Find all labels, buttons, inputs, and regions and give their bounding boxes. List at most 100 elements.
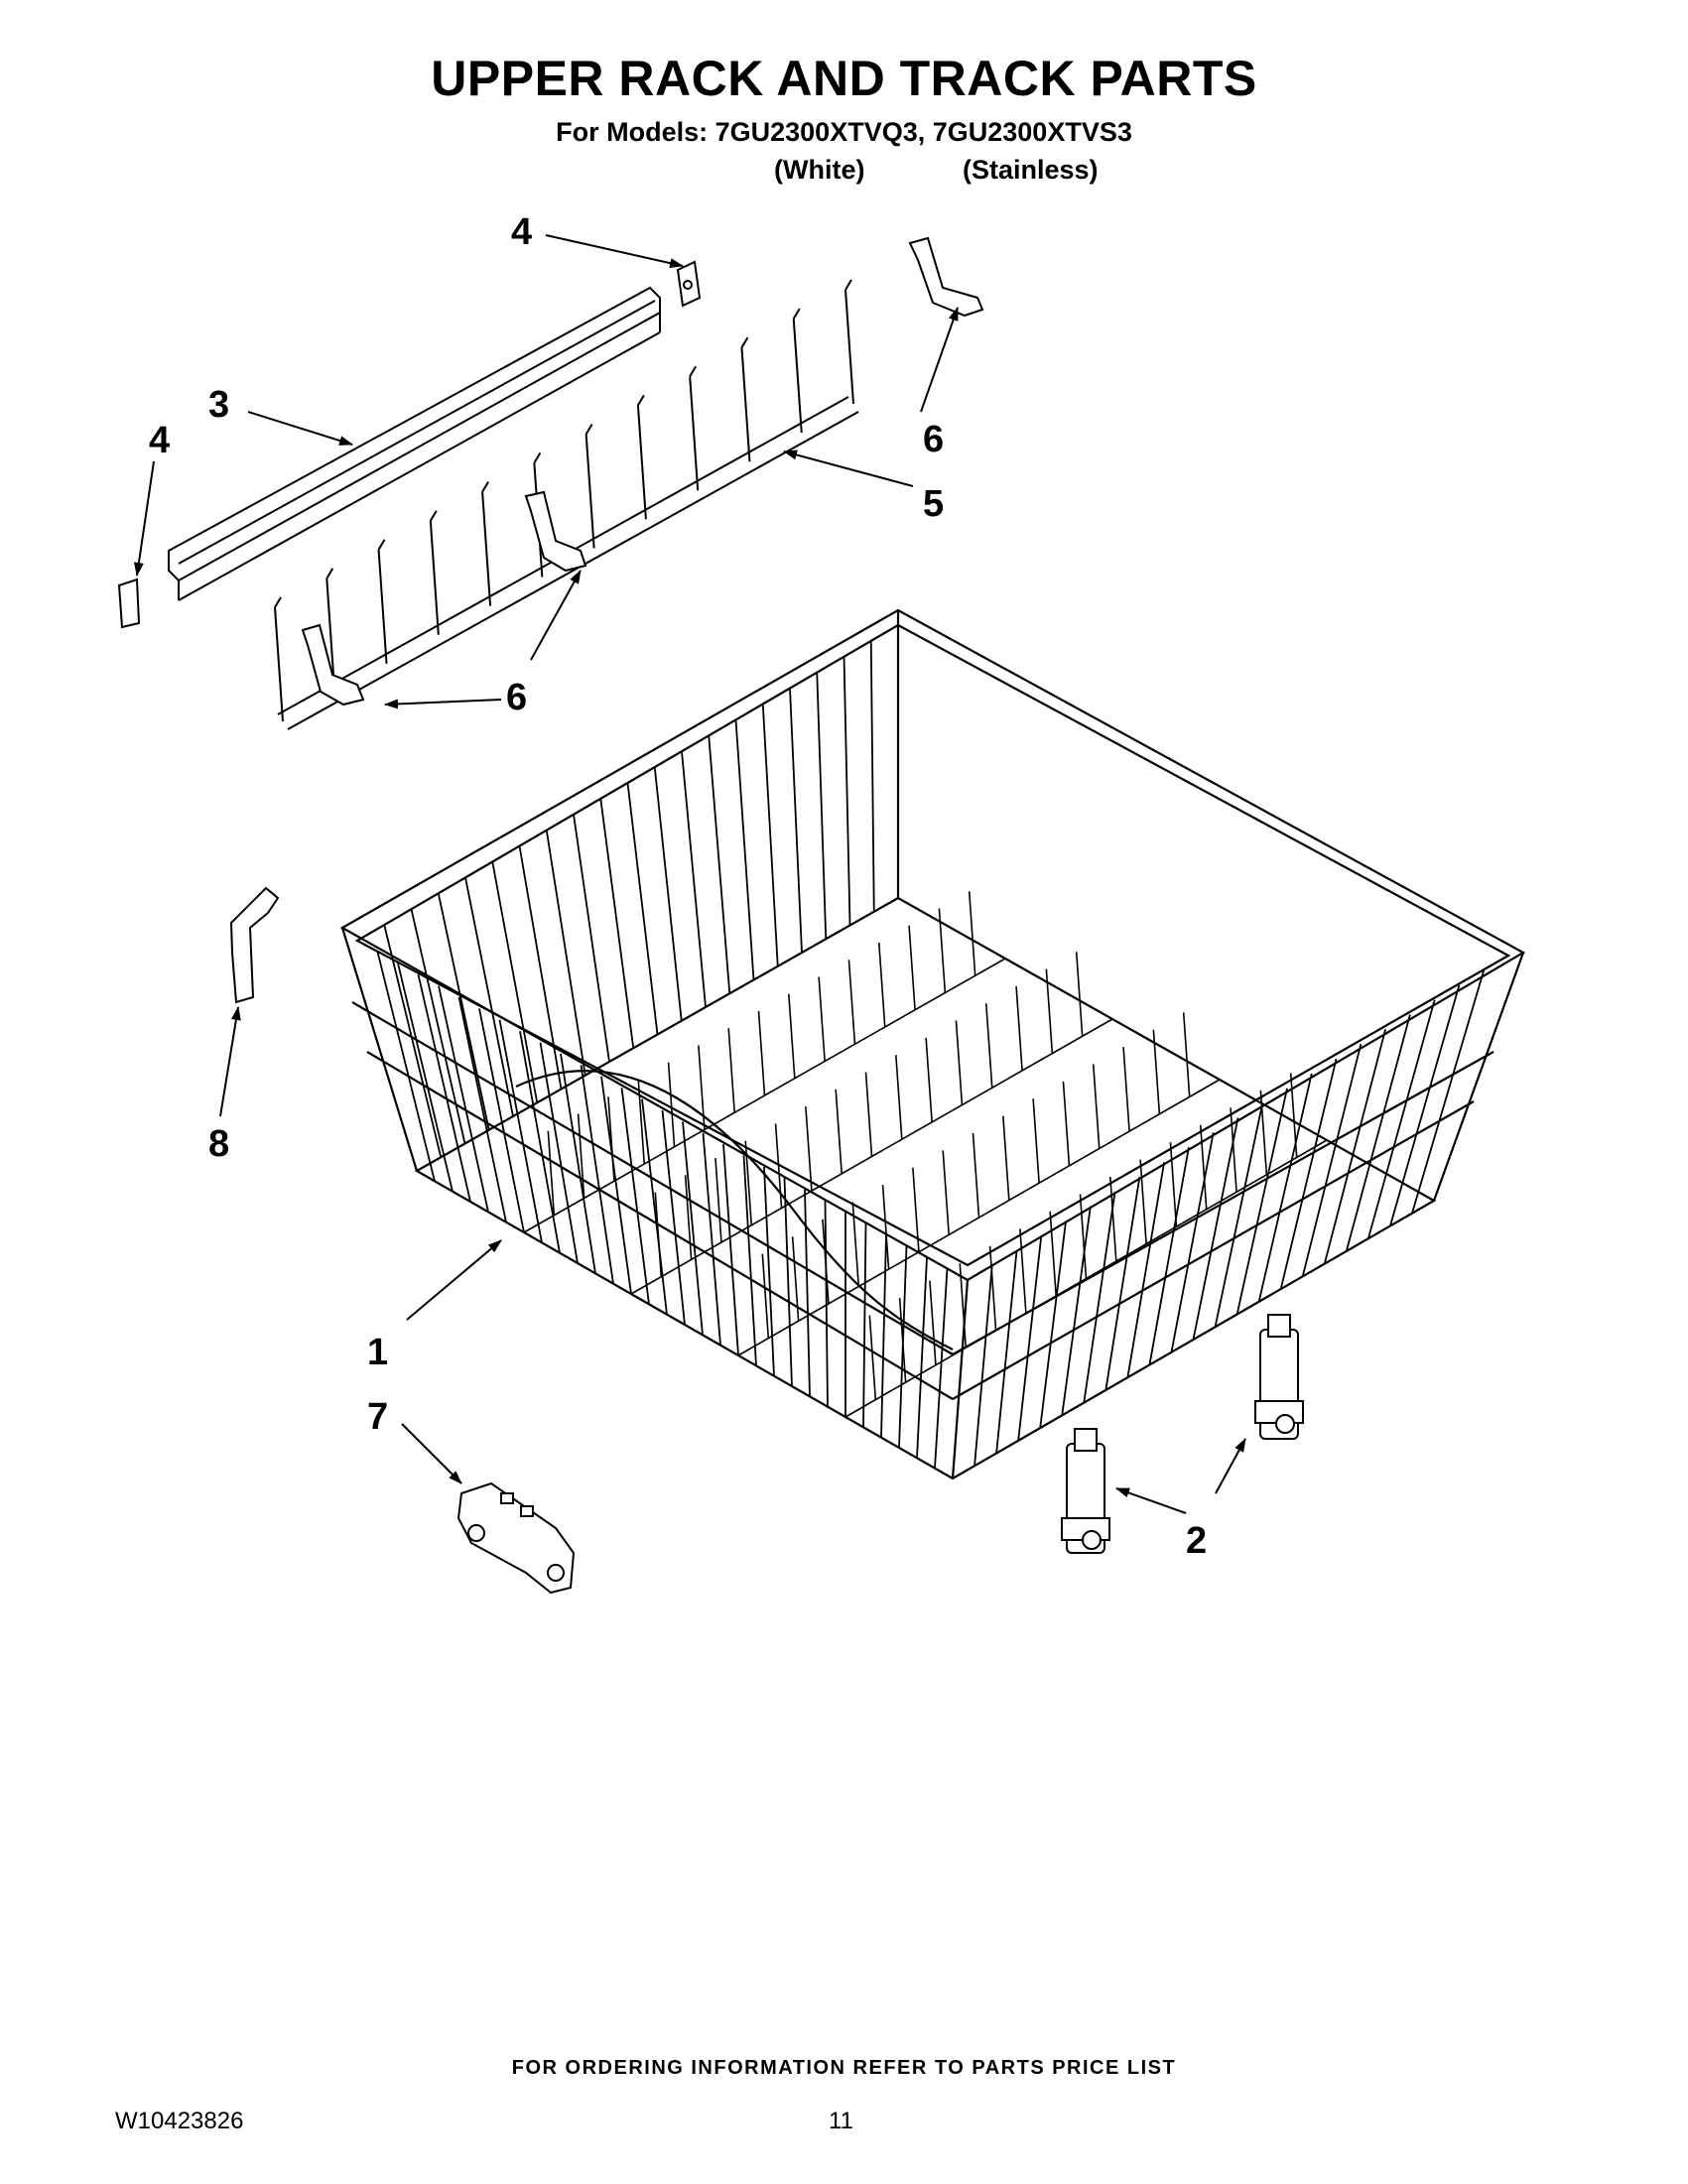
floor-tine bbox=[972, 1132, 980, 1219]
floor-tine bbox=[684, 1175, 693, 1260]
front-wire bbox=[934, 1268, 949, 1469]
shelf-tine-tip bbox=[377, 539, 386, 551]
back-wire bbox=[599, 798, 635, 1049]
floor-tine bbox=[1015, 985, 1023, 1071]
rack-back-wires bbox=[383, 640, 875, 1158]
front-wire bbox=[862, 1222, 867, 1428]
side-wire bbox=[995, 1250, 1018, 1454]
back-wire bbox=[518, 845, 563, 1090]
shelf-tine-tip bbox=[792, 308, 801, 320]
shelf-tine-tip bbox=[325, 568, 334, 579]
page-title: UPPER RACK AND TRACK PARTS bbox=[431, 51, 1257, 106]
side-wire bbox=[1017, 1235, 1043, 1441]
front-wire bbox=[539, 1042, 579, 1264]
front-wire bbox=[417, 973, 471, 1203]
document-number: W10423826 bbox=[115, 2108, 244, 2134]
floor-tine bbox=[988, 1245, 997, 1331]
front-wire bbox=[620, 1088, 650, 1305]
floor-tine bbox=[1139, 1159, 1147, 1244]
page-number: 11 bbox=[829, 2108, 853, 2134]
side-wire bbox=[1279, 1058, 1338, 1290]
side-wire bbox=[1345, 1014, 1411, 1252]
callout-4-top: 4 bbox=[511, 211, 532, 253]
front-wire bbox=[722, 1144, 739, 1356]
back-wire bbox=[410, 908, 466, 1144]
front-wire bbox=[641, 1098, 668, 1315]
front-wire bbox=[916, 1257, 928, 1459]
front-wire bbox=[397, 963, 454, 1192]
back-wire bbox=[464, 877, 514, 1117]
models-line: For Models: 7GU2300XTVQ3, 7GU2300XTVS3 bbox=[556, 117, 1132, 147]
callout-3: 3 bbox=[208, 384, 229, 426]
floor-tine bbox=[864, 1072, 873, 1157]
floor-tine bbox=[1169, 1142, 1178, 1227]
floor-tine bbox=[1230, 1107, 1237, 1193]
front-wire bbox=[478, 1008, 525, 1233]
floor-tine bbox=[744, 1140, 753, 1225]
side-wire bbox=[1083, 1191, 1116, 1403]
shelf-tine-tip bbox=[740, 336, 749, 348]
shelf-tine bbox=[584, 434, 595, 549]
shelf-tine bbox=[274, 606, 284, 722]
front-wire bbox=[519, 1031, 561, 1253]
back-wire bbox=[816, 672, 828, 940]
shelf-tine-tip bbox=[844, 279, 852, 291]
floor-tine bbox=[881, 1185, 890, 1270]
floor-tine bbox=[968, 891, 976, 976]
floor-tine bbox=[757, 1010, 766, 1096]
shelf-clip-middle bbox=[524, 490, 587, 573]
floor-tine bbox=[942, 1150, 950, 1235]
floor-tine bbox=[774, 1123, 783, 1209]
front-wire bbox=[682, 1121, 704, 1336]
callout-8: 8 bbox=[208, 1123, 229, 1165]
callout-2: 2 bbox=[1186, 1520, 1207, 1562]
floor-tine bbox=[818, 976, 826, 1062]
rack-side-wires bbox=[974, 969, 1486, 1467]
floor-tine bbox=[547, 1130, 556, 1216]
side-wire bbox=[1235, 1088, 1288, 1315]
floor-tine bbox=[908, 925, 916, 1010]
front-wire bbox=[783, 1178, 793, 1387]
floor-tine bbox=[895, 1055, 903, 1140]
side-wire bbox=[1301, 1043, 1363, 1277]
floor-tine bbox=[851, 1202, 860, 1287]
side-wire bbox=[1366, 999, 1436, 1239]
floor-tine bbox=[1075, 952, 1084, 1037]
adjuster-left bbox=[1061, 1428, 1110, 1554]
floor-tine bbox=[698, 1045, 706, 1130]
floor-tine bbox=[1062, 1081, 1071, 1166]
shelf-tine bbox=[377, 549, 388, 664]
floor-tine bbox=[1049, 1211, 1057, 1296]
floor-tine bbox=[607, 1096, 615, 1182]
back-wire bbox=[869, 640, 875, 912]
front-wire bbox=[560, 1053, 596, 1274]
side-wire bbox=[1389, 984, 1461, 1226]
shelf-tine bbox=[325, 578, 336, 693]
rack-floor-wires bbox=[523, 891, 1328, 1418]
shelf-tine-tip bbox=[584, 423, 593, 435]
shelf-tine-tip bbox=[274, 596, 282, 608]
floor-tine bbox=[714, 1158, 722, 1243]
end-cap-top bbox=[676, 260, 702, 308]
floor-tine bbox=[1152, 1029, 1161, 1114]
back-wire bbox=[761, 704, 779, 966]
floor-tine bbox=[847, 960, 856, 1045]
ordering-note: FOR ORDERING INFORMATION REFER TO PARTS … bbox=[511, 2057, 1177, 2079]
callout-7: 7 bbox=[367, 1396, 388, 1438]
back-wire bbox=[545, 830, 586, 1076]
front-wire bbox=[804, 1189, 811, 1397]
floor-tine bbox=[667, 1062, 676, 1147]
side-wire bbox=[1323, 1029, 1387, 1264]
shelf-tine-tip bbox=[533, 452, 542, 464]
floor-tine bbox=[1122, 1047, 1130, 1132]
back-wire bbox=[681, 751, 707, 1008]
side-wire bbox=[1126, 1161, 1166, 1378]
callout-5: 5 bbox=[923, 483, 944, 525]
back-wire bbox=[843, 656, 851, 926]
callout-1: 1 bbox=[367, 1332, 388, 1373]
back-wire bbox=[789, 688, 803, 954]
back-wire bbox=[626, 782, 659, 1035]
shelf-clip-bottom bbox=[301, 623, 365, 707]
floor-tine bbox=[1079, 1194, 1088, 1279]
side-wire bbox=[1411, 969, 1486, 1214]
